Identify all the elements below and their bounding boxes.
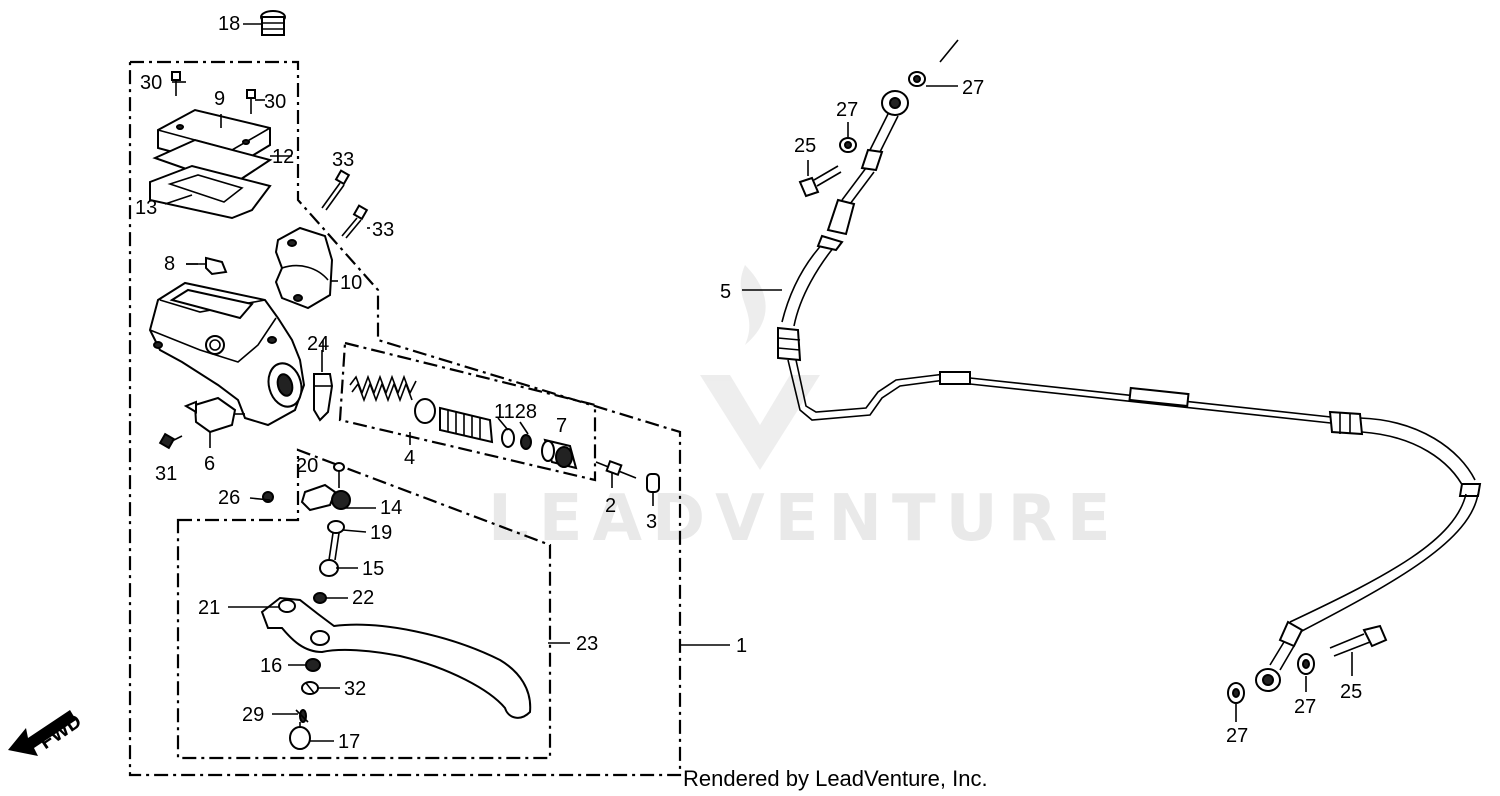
callout-24: 24	[307, 333, 329, 355]
screw-30-left	[171, 71, 181, 96]
callout-11-28: 1128	[494, 401, 537, 423]
callout-12: 12	[272, 146, 294, 168]
watermark-text: LEADVENTURE	[488, 482, 1121, 556]
callout-3: 3	[646, 511, 657, 533]
callout-21: 21	[198, 597, 220, 619]
callout-19: 19	[370, 522, 392, 544]
reservoir-cover	[149, 108, 292, 220]
callout-6: 6	[204, 453, 215, 475]
forward-arrow: FWD	[8, 710, 86, 756]
leader-lines	[172, 81, 730, 742]
callout-17: 17	[338, 731, 360, 753]
boot-24	[313, 355, 334, 422]
callout-23: 23	[576, 633, 598, 655]
lower-washers	[1227, 624, 1388, 722]
callout-14: 14	[380, 497, 402, 519]
switch-6	[183, 396, 245, 448]
callout-30-right: 30	[264, 91, 286, 113]
callout-9: 9	[214, 88, 225, 110]
callout-33-lower: 33	[372, 219, 394, 241]
callout-27-right: 27	[1294, 696, 1316, 718]
piston-group-outline	[338, 341, 597, 482]
clamp-holder	[274, 226, 338, 310]
lever-group-outline	[176, 448, 552, 760]
callout-27-bottom: 27	[1226, 725, 1248, 747]
callout-15: 15	[362, 558, 384, 580]
pivot-parts	[262, 462, 351, 577]
callout-18: 18	[218, 13, 240, 35]
bolt-33-upper	[321, 169, 351, 211]
watermark-logo	[700, 265, 820, 470]
pin-2	[595, 459, 637, 488]
callout-5: 5	[720, 281, 731, 303]
callout-29: 29	[242, 704, 264, 726]
callout-30-left: 30	[140, 72, 162, 94]
upper-washers	[798, 39, 959, 198]
callout-20: 20	[296, 455, 318, 477]
callout-1: 1	[736, 635, 747, 657]
bolt-33-lower	[341, 204, 370, 239]
screw-30-right	[246, 89, 265, 114]
callout-27-top: 27	[962, 77, 984, 99]
cap-3	[646, 473, 660, 506]
callout-labels: 18 30 9 30 12 13 33 33 8 10 24 1128 7 4 …	[135, 13, 1362, 753]
brake-lever	[260, 592, 532, 719]
lever-adjuster	[289, 658, 321, 750]
callout-13: 13	[135, 197, 157, 219]
callout-31: 31	[155, 463, 177, 485]
bleeder-8	[186, 256, 228, 276]
callout-25-lower: 25	[1340, 681, 1362, 703]
callout-4: 4	[404, 447, 415, 469]
callout-16: 16	[260, 655, 282, 677]
callout-8: 8	[164, 253, 175, 275]
callout-26: 26	[218, 487, 240, 509]
callout-22: 22	[352, 587, 374, 609]
callout-25-upper: 25	[794, 135, 816, 157]
master-cylinder-body	[148, 281, 306, 427]
brake-hose	[742, 90, 1482, 692]
callout-7: 7	[556, 415, 567, 437]
callout-32: 32	[344, 678, 366, 700]
callout-27-upper: 27	[836, 99, 858, 121]
hose-joint-7	[541, 438, 578, 470]
callout-10: 10	[340, 272, 362, 294]
callout-2: 2	[605, 495, 616, 517]
callout-33-upper: 33	[332, 149, 354, 171]
credit-text: Rendered by LeadVenture, Inc.	[683, 766, 988, 791]
screw-31	[158, 432, 183, 450]
cap-18	[243, 10, 286, 36]
piston-spring	[349, 374, 532, 450]
